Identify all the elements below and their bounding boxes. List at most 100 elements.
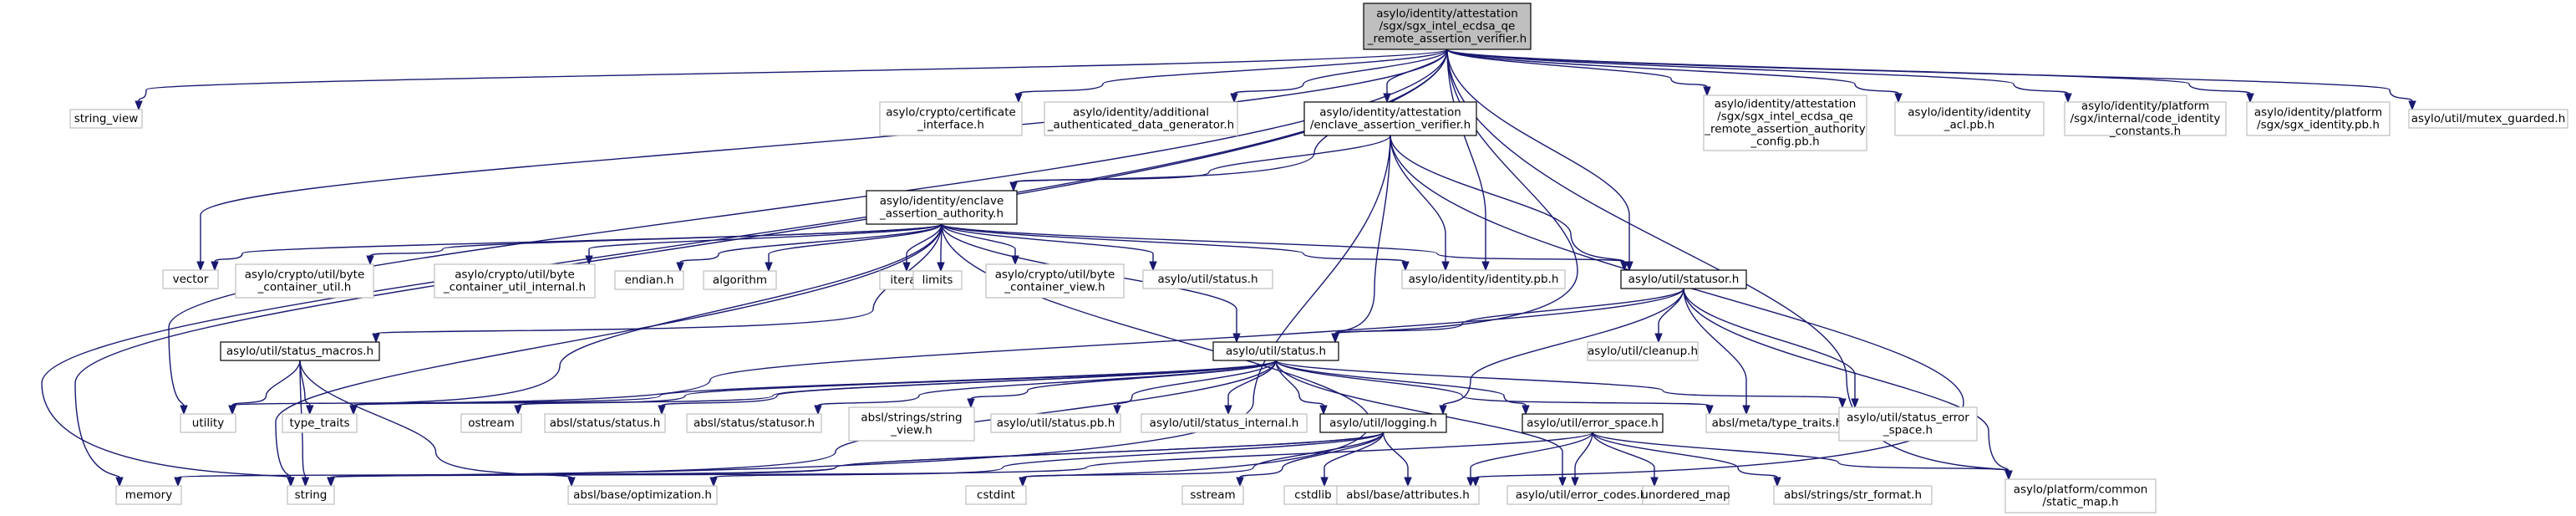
node-box: [1142, 269, 1273, 289]
dependency-edge-eaa-limits: [940, 223, 943, 263]
edge-arrowhead: [1011, 255, 1019, 266]
edge-arrowhead: [174, 477, 182, 488]
node-label-line: asylo/identity/attestation: [1715, 98, 1857, 111]
dependency-edge-root-code_identity: [1446, 49, 2069, 95]
edge-arrowhead: [1224, 405, 1232, 416]
graph-node-eaa[interactable]: asylo/identity/enclave_assertion_authori…: [866, 190, 1018, 225]
edge-arrowhead: [567, 477, 576, 488]
node-label-line: string: [295, 488, 328, 502]
dependency-edge-logging-cstdlib: [1324, 432, 1385, 478]
node-label-line: asylo/platform/common: [2014, 483, 2148, 497]
dependency-edge-root-vector: [200, 49, 1448, 262]
edge-arrowhead: [306, 405, 314, 416]
node-label-line: _view.h: [890, 424, 932, 437]
dependency-edge-status-string_viewh: [970, 360, 1277, 400]
dependency-edge-root-statusor: [1446, 49, 1630, 262]
edge-arrowhead: [937, 262, 945, 273]
graph-node-vector: vector: [162, 269, 219, 289]
edge-arrowhead: [1319, 405, 1328, 416]
graph-node-string_view: string_view: [69, 109, 143, 129]
dependency-edge-logging-sstream: [1239, 432, 1385, 478]
graph-node-unordered_map: unordered_map: [1641, 485, 1730, 505]
node-label-line: asylo/identity/attestation: [1376, 8, 1518, 21]
node-box: [69, 109, 143, 129]
dependency-edge-statusor-static_map: [1683, 288, 2009, 472]
edge-arrowhead: [287, 477, 295, 488]
graph-node-sgx_identity: asylo/identity/platform/sgx/sgx_identity…: [2246, 101, 2391, 136]
edge-arrowhead: [1466, 477, 1475, 488]
node-box: [1620, 269, 1747, 289]
node-box: [2408, 109, 2568, 129]
dependency-edge-error_space-unordered_map: [1592, 432, 1655, 478]
graph-node-code_identity: asylo/identity/platform/sgx/internal/cod…: [2064, 100, 2227, 138]
dependency-edge-error_space-attributes: [1470, 432, 1593, 478]
node-label-line: absl/base/attributes.h: [1346, 488, 1470, 502]
edge-arrowhead: [967, 398, 975, 409]
edge-arrowhead: [228, 405, 236, 416]
node-label-line: _interface.h: [917, 119, 984, 132]
dependency-edge-status-status_error_space: [1275, 360, 1843, 400]
graph-node-type_traits: type_traits: [282, 413, 358, 433]
node-box: [544, 413, 666, 433]
edge-arrowhead: [1471, 477, 1480, 488]
edge-arrowhead: [2064, 93, 2072, 104]
edge-arrowhead: [135, 100, 143, 111]
node-label-line: absl/strings/str_format.h: [1784, 488, 1922, 502]
edge-arrowhead: [709, 477, 718, 488]
node-label-line: asylo/util/status_error: [1847, 411, 1969, 425]
node-box: [220, 341, 380, 361]
edge-arrowhead: [1113, 405, 1121, 416]
edge-arrowhead: [1481, 261, 1490, 272]
node-label-line: sstream: [1190, 488, 1235, 502]
edge-arrowhead: [1838, 398, 1847, 409]
graph-node-statusor[interactable]: asylo/util/statusor.h: [1620, 269, 1747, 289]
graph-node-logging[interactable]: asylo/util/logging.h: [1319, 413, 1447, 433]
node-box: [866, 190, 1018, 225]
node-label-line: endian.h: [625, 273, 674, 287]
dependency-edge-root-cert_if: [1018, 49, 1448, 95]
node-label-line: absl/base/optimization.h: [573, 488, 712, 502]
node-box: [1212, 341, 1339, 361]
node-label-line: _assertion_authority.h: [879, 207, 1003, 221]
node-box: [1336, 485, 1480, 505]
node-label-line: absl/status/statusor.h: [694, 416, 815, 430]
edge-arrowhead: [1625, 261, 1633, 272]
graph-node-aad_gen: asylo/identity/additional_authenticated_…: [1044, 101, 1238, 136]
edge-arrowhead: [211, 261, 219, 272]
node-box: [1894, 101, 2045, 136]
graph-node-status_pb: asylo/util/status.pb.h: [990, 413, 1121, 433]
edge-arrowhead: [585, 255, 593, 266]
node-box: [1319, 413, 1447, 433]
graph-node-macros[interactable]: asylo/util/status_macros.h: [220, 341, 380, 361]
node-box: [879, 101, 1023, 136]
node-label-line: asylo/util/status.h: [1157, 273, 1258, 286]
graph-node-status_error_space: asylo/util/status_error_space.h: [1838, 406, 1978, 442]
node-label-line: /enclave_assertion_verifier.h: [1310, 119, 1471, 132]
edge-arrowhead: [765, 262, 773, 273]
graph-node-error_space[interactable]: asylo/util/error_space.h: [1522, 413, 1664, 433]
graph-node-root: asylo/identity/attestation/sgx/sgx_intel…: [1363, 3, 1532, 50]
node-box: [115, 485, 182, 505]
node-label-line: ostream: [468, 416, 515, 430]
edge-arrowhead: [2004, 470, 2013, 481]
graph-node-status_internal: asylo/util/status_internal.h: [1141, 413, 1308, 433]
dependency-edge-statusor-cleanup: [1658, 288, 1684, 334]
graph-node-status[interactable]: asylo/util/status.h: [1212, 341, 1339, 361]
dependency-edge-error_space-str_format: [1592, 432, 1778, 478]
dependency-edge-eaa-string: [275, 223, 943, 478]
dependency-edge-macros-utility: [231, 360, 301, 406]
dependency-edge-macros-string: [299, 360, 307, 478]
node-box: [2064, 101, 2227, 136]
edge-arrowhead: [1014, 93, 1023, 104]
edge-arrowhead: [115, 477, 124, 488]
graph-node-eav[interactable]: asylo/identity/attestation/enclave_asser…: [1303, 101, 1477, 136]
graph-node-cert_if: asylo/crypto/certificate_interface.h: [879, 101, 1023, 136]
dependency-edge-eaa-idpb: [941, 223, 1406, 263]
dependency-edge-root-mutex: [1446, 49, 2413, 102]
dependency-edge-error_space-static_map: [1592, 432, 2009, 472]
dependency-edge-root-id_acl: [1446, 49, 1899, 95]
node-label-line: /sgx/sgx_intel_ecdsa_qe: [1379, 20, 1516, 33]
node-box: [990, 413, 1121, 433]
dependency-edge-eaa-bcui: [588, 223, 943, 256]
edge-arrowhead: [1522, 405, 1530, 416]
